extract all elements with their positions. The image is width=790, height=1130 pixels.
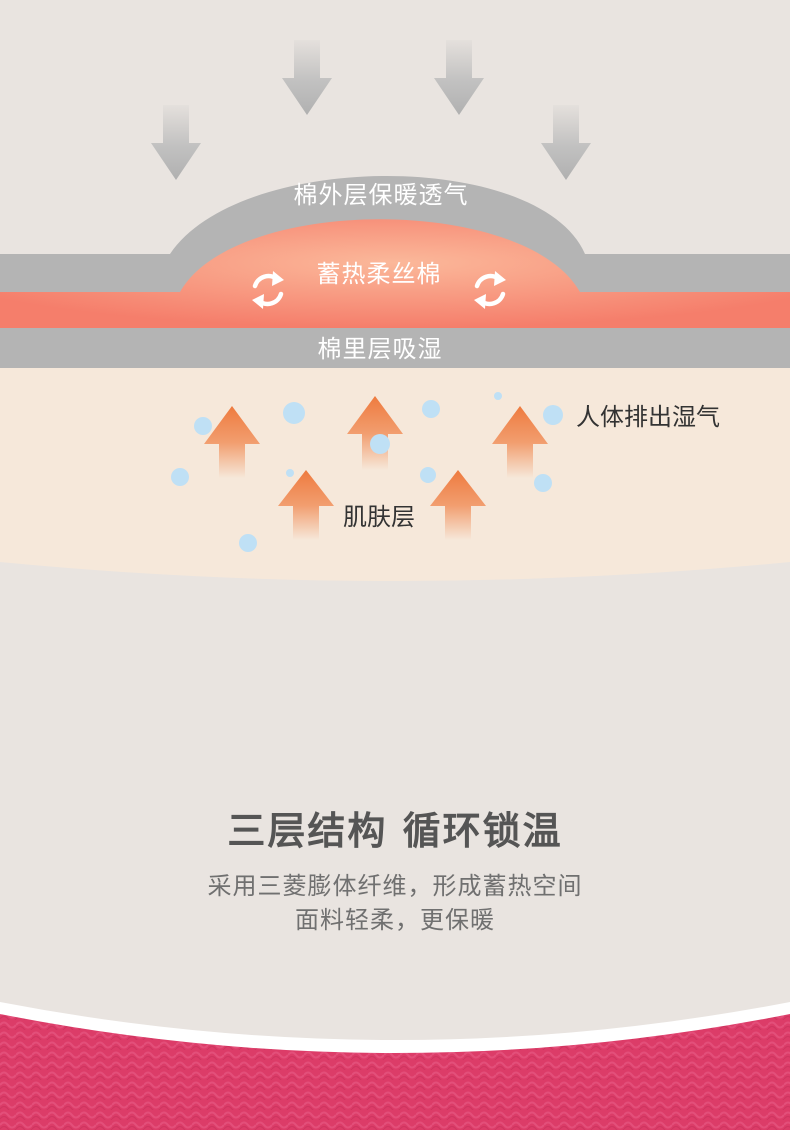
cycle-arrows-left bbox=[252, 271, 284, 309]
down-arrow-icon bbox=[541, 105, 591, 180]
skin-zone bbox=[0, 368, 790, 581]
moisture-bubble-icon bbox=[543, 405, 563, 425]
down-arrow-icon bbox=[151, 105, 201, 180]
down-arrows bbox=[151, 40, 591, 180]
moisture-bubble-icon bbox=[286, 469, 294, 477]
up-arrow-icon bbox=[204, 406, 260, 478]
down-arrow-icon bbox=[434, 40, 484, 115]
middle-layer bbox=[0, 219, 790, 328]
down-arrow-icon bbox=[282, 40, 332, 115]
up-arrow-icon bbox=[430, 470, 486, 540]
moisture-bubble-icon bbox=[420, 467, 436, 483]
fabric-swatch bbox=[0, 1014, 790, 1130]
up-arrow-icon bbox=[347, 396, 403, 470]
description-line-2: 面料轻柔，更保暖 bbox=[295, 906, 495, 934]
up-arrow-icon bbox=[278, 470, 334, 540]
inner-layer bbox=[0, 328, 790, 368]
moisture-bubble-icon bbox=[534, 474, 552, 492]
up-arrows bbox=[204, 396, 548, 540]
moisture-bubble-icon bbox=[494, 392, 502, 400]
moisture-bubble-icon bbox=[283, 402, 305, 424]
moisture-bubbles bbox=[171, 392, 563, 552]
moisture-bubble-icon bbox=[239, 534, 257, 552]
moisture-bubble-icon bbox=[370, 434, 390, 454]
moisture-bubble-icon bbox=[171, 468, 189, 486]
description-line-1: 采用三菱膨体纤维，形成蓄热空间 bbox=[207, 872, 583, 900]
middle-layer-label: 蓄热柔丝棉 bbox=[316, 260, 442, 288]
skin-layer-label: 肌肤层 bbox=[343, 503, 415, 531]
moisture-bubble-icon bbox=[194, 417, 212, 435]
moisture-label: 人体排出湿气 bbox=[576, 403, 720, 431]
cycle-arrows-right bbox=[474, 271, 506, 309]
outer-layer-label: 棉外层保暖透气 bbox=[293, 181, 469, 209]
headline: 三层结构 循环锁温 bbox=[227, 809, 563, 853]
moisture-bubble-icon bbox=[422, 400, 440, 418]
up-arrow-icon bbox=[492, 406, 548, 478]
inner-layer-label: 棉里层吸湿 bbox=[317, 335, 443, 363]
